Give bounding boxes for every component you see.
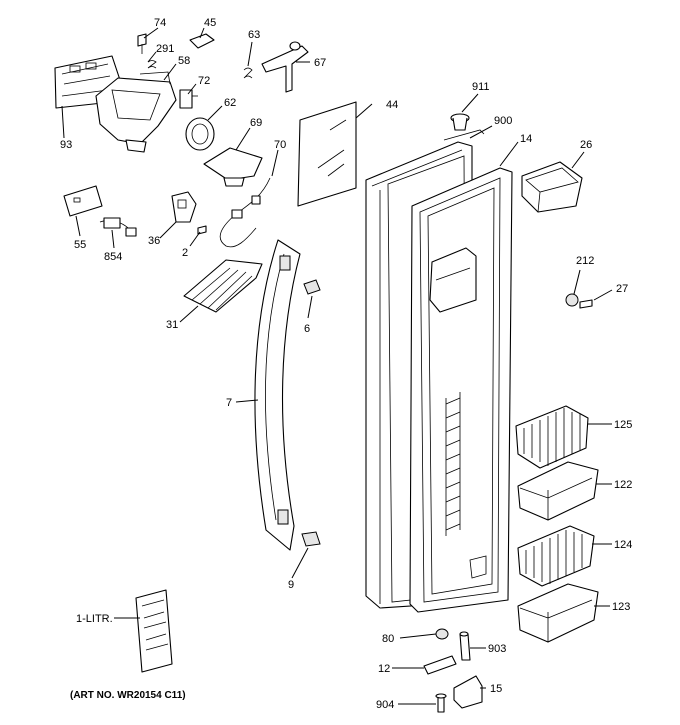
- part-124-wire-basket: [517, 525, 595, 587]
- callout-27: 27: [616, 283, 628, 295]
- callout-80: 80: [382, 633, 394, 645]
- callout-93: 93: [60, 139, 72, 151]
- callout-58: 58: [178, 55, 190, 67]
- part-62-ring: [185, 117, 215, 151]
- callout-44: 44: [386, 99, 398, 111]
- callout-854: 854: [104, 251, 122, 263]
- part-123-bin: [517, 583, 599, 643]
- callout-911: 911: [472, 81, 490, 93]
- part-63-spring: [243, 67, 253, 79]
- callout-1-litr: 1-LITR.: [76, 613, 113, 625]
- part-904-screw: [435, 693, 447, 713]
- part-12-bar: [423, 655, 457, 675]
- callout-67: 67: [314, 57, 326, 69]
- part-212-cap: [565, 293, 579, 307]
- part-58-dispenser-housing: [95, 71, 177, 153]
- callout-9: 9: [288, 579, 294, 591]
- part-6-fastener: [303, 279, 321, 295]
- callout-122: 122: [614, 479, 632, 491]
- part-125-wire-basket: [515, 405, 589, 469]
- part-72-solenoid: [179, 89, 198, 109]
- callout-14: 14: [520, 133, 532, 145]
- door-shelf-rails: [445, 392, 461, 536]
- callout-26: 26: [580, 139, 592, 151]
- part-36-switch: [171, 191, 197, 223]
- part-911-cap: [450, 113, 470, 131]
- callout-7: 7: [226, 397, 232, 409]
- part-31-grille: [183, 259, 263, 313]
- part-903-tube: [459, 631, 471, 661]
- part-26-bin: [521, 161, 583, 213]
- part-14-door-liner: [409, 167, 513, 613]
- callout-45: 45: [204, 17, 216, 29]
- callout-15: 15: [490, 683, 502, 695]
- part-27-screw: [579, 299, 593, 309]
- part-74-screw: [137, 33, 147, 54]
- callout-12: 12: [378, 663, 390, 675]
- part-9-fastener: [301, 531, 321, 547]
- callout-123: 123: [612, 601, 630, 613]
- leader-lines: [61, 27, 613, 705]
- part-900-trim: [443, 129, 485, 141]
- part-15-bracket: [453, 675, 483, 709]
- callout-36: 36: [148, 235, 160, 247]
- callout-291: 291: [156, 43, 174, 55]
- callout-903: 903: [488, 643, 506, 655]
- callout-6: 6: [304, 323, 310, 335]
- part-44-glass-panel: [297, 101, 357, 207]
- part-45-clip: [189, 33, 215, 49]
- part-67-bracket: [261, 41, 309, 93]
- literature-booklet: [135, 589, 173, 673]
- part-122-bin: [517, 461, 599, 521]
- callout-62: 62: [224, 97, 236, 109]
- callout-69: 69: [250, 117, 262, 129]
- callout-74: 74: [154, 17, 166, 29]
- part-854-wiring: [99, 217, 137, 237]
- callout-63: 63: [248, 29, 260, 41]
- callout-124: 124: [614, 539, 632, 551]
- callout-125: 125: [614, 419, 632, 431]
- callout-labels: 74 45 291 58 63 67 72 62 93 69 70 44 911…: [60, 17, 632, 711]
- callout-212: 212: [576, 255, 594, 267]
- art-number: (ART NO. WR20154 C11): [70, 690, 186, 701]
- part-70-harness: [219, 177, 271, 248]
- part-55-board: [63, 185, 103, 217]
- part-291-spring: [147, 60, 157, 69]
- callout-72: 72: [198, 75, 210, 87]
- callout-31: 31: [166, 319, 178, 331]
- callout-904: 904: [376, 699, 394, 711]
- part-69-chute: [203, 147, 263, 187]
- part-7-handle: [254, 239, 301, 551]
- part-80-button: [435, 628, 449, 640]
- callout-55: 55: [74, 239, 86, 251]
- callout-70: 70: [274, 139, 286, 151]
- callout-900: 900: [494, 115, 512, 127]
- callout-2: 2: [182, 247, 188, 259]
